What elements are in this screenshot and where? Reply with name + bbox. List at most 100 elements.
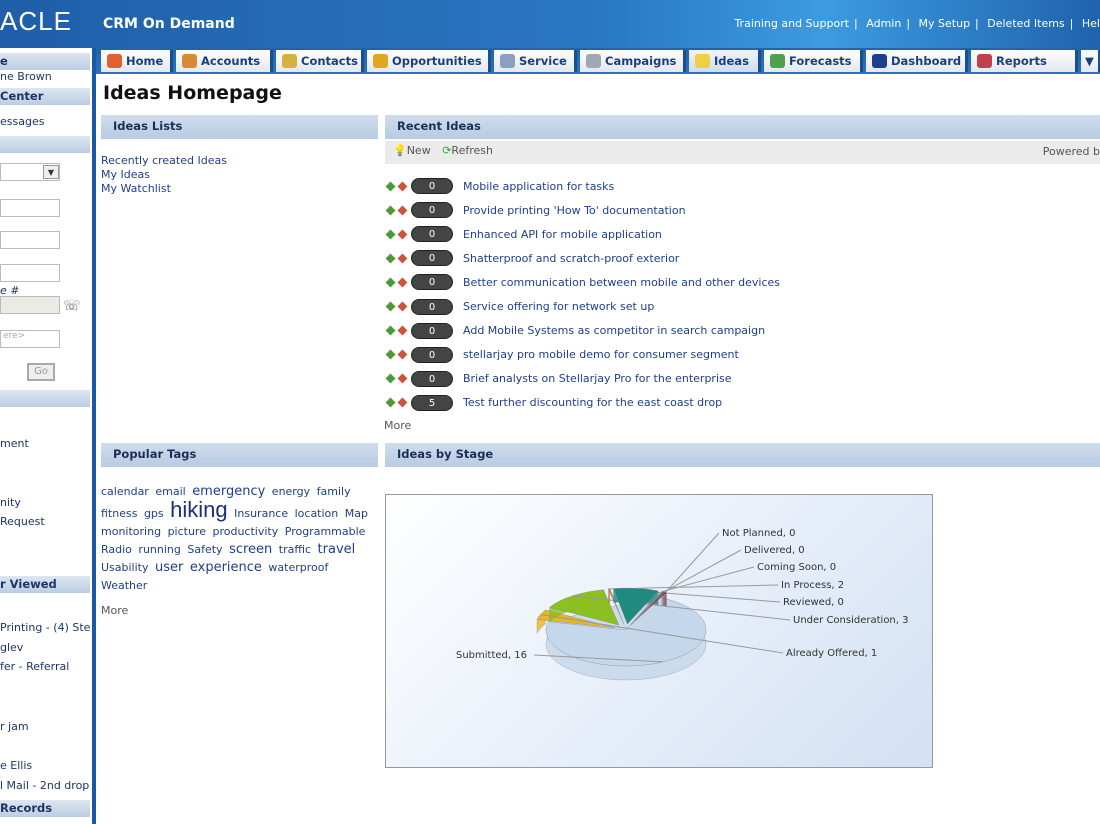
pie-slice-submitted[interactable] (545, 596, 707, 667)
go-button[interactable]: Go (27, 363, 55, 381)
create-item[interactable]: ment (0, 437, 29, 450)
recently-viewed-item[interactable]: fer - Referral (0, 660, 70, 674)
recently-viewed-item[interactable]: l Mail - 2nd drop (0, 779, 90, 793)
tag-link[interactable]: Programmable (284, 525, 366, 538)
pie-slice-not-planned[interactable] (631, 591, 667, 625)
tab-accounts[interactable]: Accounts (176, 50, 273, 72)
vote-up-icon[interactable] (385, 277, 396, 288)
tag-link[interactable]: Map (344, 507, 368, 520)
idea-title-link[interactable]: Test further discounting for the east co… (463, 396, 723, 410)
lookup-icon[interactable]: ☏ (63, 298, 81, 314)
tag-link[interactable]: emergency (192, 484, 266, 499)
refresh-button[interactable]: ⟳Refresh (442, 144, 493, 157)
tag-link[interactable]: Safety (187, 543, 223, 556)
tag-link[interactable]: location (294, 507, 339, 520)
tag-link[interactable]: hiking (170, 497, 228, 522)
create-item[interactable]: nity (0, 496, 21, 509)
vote-up-icon[interactable] (385, 205, 396, 216)
vote-up-icon[interactable] (385, 325, 396, 336)
vote-down-icon[interactable] (397, 373, 408, 384)
tag-link[interactable]: Weather (101, 579, 148, 592)
tag-link[interactable]: monitoring (101, 525, 162, 538)
tag-link[interactable]: productivity (212, 525, 279, 538)
create-item[interactable]: Request (0, 515, 45, 528)
link-deleted-items[interactable]: Deleted Items (987, 17, 1065, 30)
tag-link[interactable]: experience (189, 560, 262, 575)
search-field-1[interactable] (0, 199, 60, 217)
search-field-2[interactable] (0, 231, 60, 249)
recently-viewed-item[interactable]: e Ellis (0, 759, 33, 773)
vote-up-icon[interactable] (385, 181, 396, 191)
search-text-input[interactable]: ere> (0, 330, 60, 348)
tag-link[interactable]: energy (271, 485, 311, 498)
idea-title-link[interactable]: Mobile application for tasks (463, 179, 615, 193)
pie-slice-in-process[interactable] (613, 587, 659, 625)
new-button[interactable]: 💡New (393, 144, 431, 157)
tag-link[interactable]: Insurance (234, 507, 289, 520)
idea-title-link[interactable]: Service offering for network set up (463, 300, 655, 313)
recently-viewed-item[interactable]: glev (0, 640, 24, 654)
tag-link[interactable]: Usability (101, 561, 149, 574)
recently-viewed-item[interactable]: r jam (0, 719, 29, 733)
tab-forecasts[interactable]: Forecasts (764, 50, 863, 72)
idea-title-link[interactable]: Better communication between mobile and … (463, 275, 781, 289)
vote-up-icon[interactable] (385, 229, 396, 240)
tab-service[interactable]: Service (494, 50, 577, 72)
tag-link[interactable]: Radio (101, 543, 132, 556)
idea-title-link[interactable]: Add Mobile Systems as competitor in sear… (463, 324, 766, 338)
idea-title-link[interactable]: Shatterproof and scratch-proof exterior (463, 251, 680, 265)
tag-link[interactable]: user (155, 560, 184, 575)
sidebar-user-name[interactable]: ne Brown (0, 70, 52, 83)
vote-down-icon[interactable] (397, 277, 408, 288)
tag-link[interactable]: fitness (101, 507, 138, 520)
link-my-setup[interactable]: My Setup (918, 17, 971, 30)
search-type-select[interactable]: ▼ (0, 163, 60, 181)
lookup-field[interactable] (0, 296, 60, 314)
tab-reports[interactable]: Reports (971, 50, 1078, 72)
sidebar-messages-link[interactable]: essages (0, 115, 45, 128)
tag-link[interactable]: running (138, 543, 181, 556)
popular-tags-more-link[interactable]: More (101, 604, 129, 617)
tab-home[interactable]: Home (101, 50, 173, 72)
vote-up-icon[interactable] (385, 373, 396, 384)
vote-up-icon[interactable] (385, 301, 396, 312)
chevron-down-icon[interactable]: ▼ (43, 165, 59, 179)
tag-link[interactable]: traffic (278, 543, 312, 556)
vote-down-icon[interactable] (397, 349, 408, 360)
tag-link[interactable]: waterproof (268, 561, 329, 574)
vote-down-icon[interactable] (397, 397, 408, 408)
list-link-watchlist[interactable]: My Watchlist (101, 182, 171, 195)
tag-link[interactable]: gps (143, 507, 164, 520)
recently-viewed-item[interactable]: Printing - (4) Stel (0, 620, 90, 634)
vote-down-icon[interactable] (397, 205, 408, 216)
tab-opportunities[interactable]: Opportunities (367, 50, 491, 72)
vote-up-icon[interactable] (385, 349, 396, 360)
link-admin[interactable]: Admin (866, 17, 902, 30)
idea-title-link[interactable]: Brief analysts on Stellarjay Pro for the… (463, 372, 732, 386)
idea-title-link[interactable]: Enhanced API for mobile application (463, 227, 662, 241)
list-link-my-ideas[interactable]: My Ideas (101, 168, 150, 181)
tab-dashboard[interactable]: Dashboard (866, 50, 968, 72)
vote-down-icon[interactable] (397, 229, 408, 240)
tab-ideas[interactable]: Ideas (689, 50, 761, 72)
vote-up-icon[interactable] (385, 397, 396, 408)
tag-link[interactable]: calendar (101, 485, 149, 498)
vote-down-icon[interactable] (397, 181, 408, 191)
vote-down-icon[interactable] (397, 325, 408, 336)
more-tabs-button[interactable]: ▼ (1081, 50, 1100, 72)
vote-up-icon[interactable] (385, 253, 396, 264)
idea-title-link[interactable]: Provide printing 'How To' documentation (463, 203, 686, 217)
link-help[interactable]: Hel (1081, 17, 1100, 30)
tab-contacts[interactable]: Contacts (276, 50, 364, 72)
tag-link[interactable]: family (316, 485, 351, 498)
search-field-3[interactable] (0, 264, 60, 282)
link-training-support[interactable]: Training and Support (734, 17, 850, 30)
vote-down-icon[interactable] (397, 301, 408, 312)
tag-link[interactable]: email (155, 485, 186, 498)
idea-title-link[interactable]: stellarjay pro mobile demo for consumer … (463, 348, 739, 362)
vote-down-icon[interactable] (397, 253, 408, 264)
recent-ideas-more-link[interactable]: More (384, 419, 412, 432)
tag-link[interactable]: picture (167, 525, 206, 538)
list-link-recent[interactable]: Recently created Ideas (101, 154, 227, 167)
tag-link[interactable]: screen (229, 542, 273, 557)
